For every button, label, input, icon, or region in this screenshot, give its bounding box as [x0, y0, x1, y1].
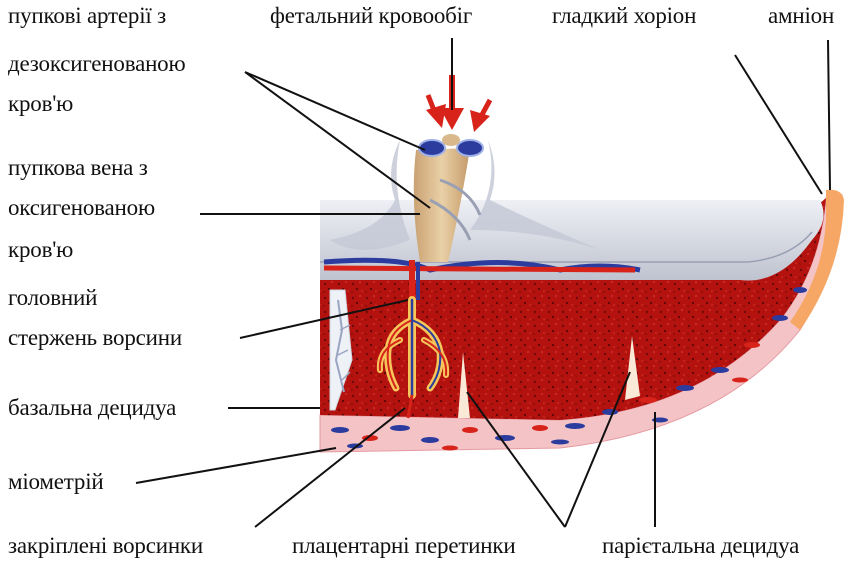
label-parietal-decidua: парієтальна децидуа — [602, 532, 799, 560]
label-umbilical-vein-line3: кров'ю — [8, 236, 73, 264]
label-main-villus-stem-line1: головний — [8, 284, 97, 312]
label-fetal-circulation: фетальний кровообіг — [270, 2, 472, 30]
label-main-villus-stem-line2: стержень ворсини — [8, 324, 182, 352]
label-umbilical-vein-line1: пупкова вена з — [8, 154, 148, 182]
label-myometrium: міометрій — [8, 468, 104, 496]
label-umbilical-arteries-line1: пупкові артерії з — [8, 2, 166, 30]
label-basal-decidua: базальна децидуа — [8, 394, 176, 422]
label-anchoring-villi: закріплені ворсинки — [8, 532, 203, 560]
umbilical-artery-left — [419, 140, 445, 156]
umbilical-artery-right — [457, 140, 483, 156]
label-amnion: амніон — [768, 2, 834, 30]
label-umbilical-arteries-line2: дезоксигенованою — [8, 50, 185, 78]
fetal-circulation-arrows — [426, 75, 490, 132]
label-umbilical-vein-line2: оксигенованою — [8, 194, 155, 222]
label-umbilical-arteries-line3: кров'ю — [8, 90, 73, 118]
umbilical-vein-top — [442, 134, 460, 146]
chorionic-vein — [324, 268, 635, 270]
label-placental-septa: плацентарні перетинки — [292, 532, 516, 560]
label-smooth-chorion: гладкий хоріон — [552, 2, 696, 30]
